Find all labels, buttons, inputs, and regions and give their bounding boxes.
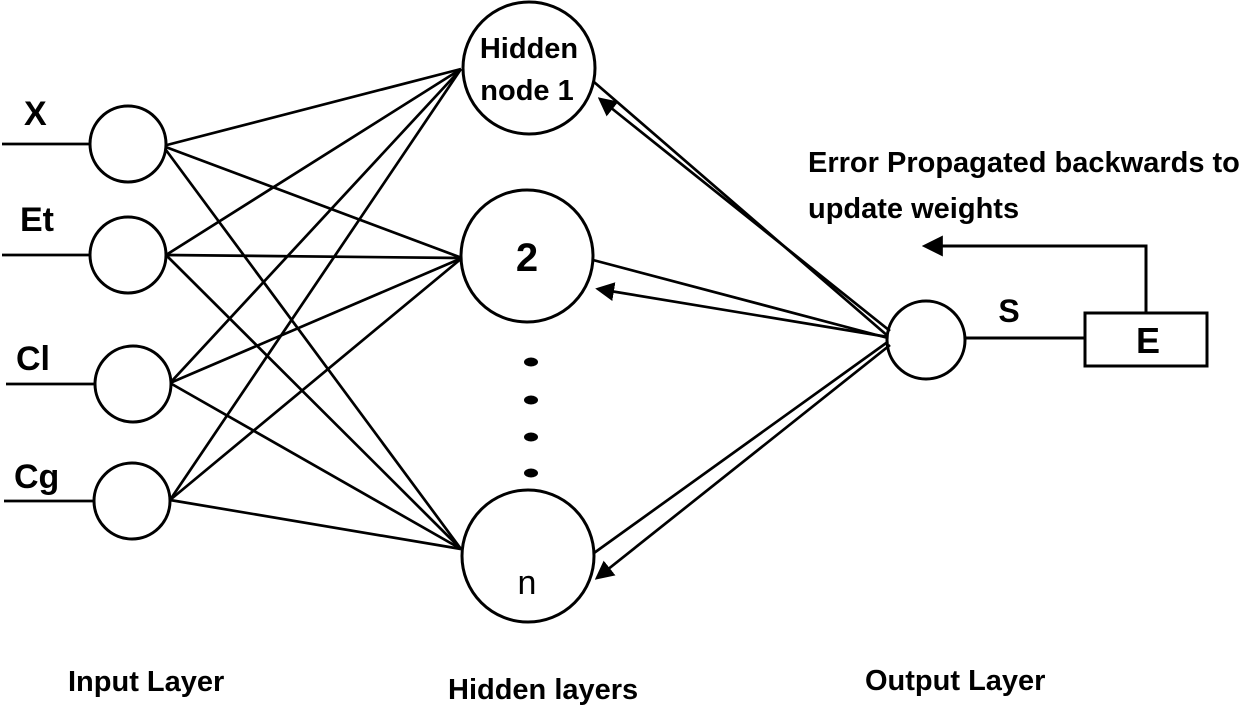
hidden-layer-label: Hidden layers [448, 674, 638, 706]
input-node-cg [92, 461, 172, 541]
connection-line [169, 256, 463, 385]
error-box [1083, 311, 1209, 368]
error-feedback-arrow [921, 235, 1148, 313]
connection-line [165, 253, 463, 260]
connection-line [593, 80, 890, 339]
vertical-ellipsis-dot [524, 395, 538, 405]
connection-line [162, 67, 462, 148]
connection-line [162, 144, 463, 260]
input-layer-nodes [88, 104, 173, 541]
input-node-cl-label: Cl [16, 340, 50, 378]
hidden-layer-ellipsis [524, 357, 538, 478]
hidden-node-n-label: n [518, 564, 537, 602]
vertical-ellipsis-dot [524, 468, 538, 478]
hidden-to-output-connections [592, 80, 890, 555]
input-node-cl [93, 344, 173, 424]
input-feed-lines [2, 142, 95, 503]
connection-line [592, 258, 889, 340]
output-layer-label: Output Layer [865, 665, 1045, 697]
signal-label: S [998, 293, 1019, 329]
output-node [885, 299, 967, 381]
hidden-node-2 [459, 188, 595, 324]
input-node-et-label: Et [20, 201, 54, 239]
hidden-layer-nodes [459, 0, 597, 624]
input-to-hidden-connections [161, 67, 463, 551]
hidden-node-1-label-line2: node 1 [480, 75, 573, 107]
connection-line [168, 68, 463, 501]
hidden-node-2-label: 2 [516, 236, 538, 280]
error-backprop-arrow [597, 97, 891, 333]
input-node-x-label: X [24, 95, 47, 133]
annotation-line2: update weights [808, 193, 1019, 225]
connection-line [161, 145, 463, 550]
vertical-ellipsis-dot [524, 357, 538, 367]
annotation-line1: Error Propagated backwards to [808, 147, 1240, 179]
input-node-cg-label: Cg [14, 458, 59, 496]
error-backprop-arrows [594, 97, 891, 580]
connection-line [169, 256, 463, 502]
connection-line [165, 67, 462, 257]
connection-line [169, 381, 462, 551]
connection-line [165, 254, 462, 550]
connection-line [169, 68, 462, 384]
input-node-et [88, 215, 168, 295]
hidden-node-1 [461, 0, 597, 136]
error-backprop-arrow [594, 343, 891, 580]
error-backprop-arrow [595, 282, 889, 339]
hidden-node-1-label-line1: Hidden [480, 33, 578, 65]
connection-line [169, 498, 462, 551]
input-layer-label: Input Layer [68, 666, 224, 698]
error-box-label: E [1136, 320, 1160, 361]
input-node-x [88, 104, 168, 184]
vertical-ellipsis-dot [524, 432, 538, 442]
hidden-node-n [460, 488, 596, 624]
connection-line [593, 339, 890, 555]
